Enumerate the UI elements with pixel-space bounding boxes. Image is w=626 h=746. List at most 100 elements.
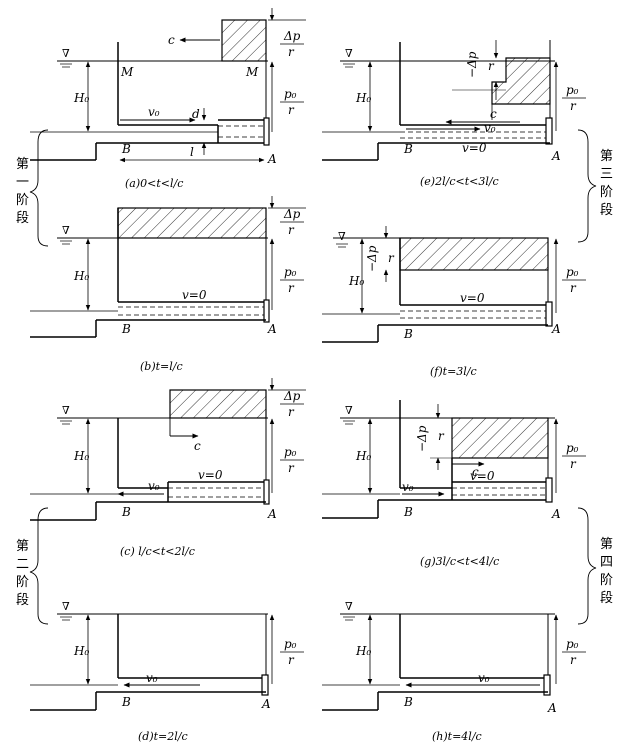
caption-b: (b)t=l/c [140, 360, 183, 373]
dp-den: r [288, 223, 295, 237]
stage-second-char-2: 二 [16, 557, 29, 572]
diameter-label: d [192, 107, 200, 121]
stage-fourth-char-3: 阶 [600, 573, 613, 588]
flow-label: v=0 [182, 288, 207, 302]
valve [263, 479, 270, 505]
wave-speed-label: c [490, 107, 497, 121]
valve [263, 299, 270, 323]
head-label: H₀ [73, 91, 89, 105]
pressure-zone [399, 237, 549, 271]
head-label: H₀ [355, 644, 371, 658]
p0-num: p₀ [284, 637, 297, 651]
stage-third-char-4: 段 [600, 203, 613, 218]
neg-dp-den: r [488, 59, 495, 73]
caption-h: (h)t=4l/c [432, 730, 482, 743]
water-level-symbol: ∇ [345, 404, 353, 417]
p0-den: r [570, 99, 577, 113]
water-level-symbol: ∇ [62, 404, 70, 417]
point-a: A [551, 507, 561, 521]
point-b: B [403, 695, 413, 709]
water-level-symbol: ∇ [62, 224, 70, 237]
pressure-zone [451, 417, 549, 459]
point-b: B [121, 322, 131, 336]
pressure-zone [169, 389, 267, 419]
panel-h: ∇ v₀ H₀ B A p₀ r (h)t=4l/c [322, 600, 586, 743]
panel-f: ∇ H₀ −Δp r v=0 B A p₀ r (f)t=3l/c [322, 226, 586, 378]
stage-brace-third: 第 三 阶 段 [577, 129, 613, 243]
stage-third-char-1: 第 [600, 149, 613, 164]
panel-b: ∇ H₀ v=0 B A Δp r p₀ r (b)t=l/c [30, 196, 306, 373]
p0-num: p₀ [284, 445, 297, 459]
panel-a: ∇ H₀ M M c v₀ d [30, 8, 306, 190]
head-label: H₀ [355, 91, 371, 105]
panel-d: ∇ v₀ H₀ B A p₀ r (d)t=2l/c [30, 600, 304, 743]
stage-fourth-char-1: 第 [600, 537, 613, 552]
p0-num: p₀ [566, 637, 579, 651]
point-b: B [121, 142, 131, 156]
head-label: H₀ [355, 449, 371, 463]
flow-label: v₀ [146, 671, 158, 685]
point-b: B [403, 327, 413, 341]
valve [545, 301, 553, 327]
point-b: B [121, 695, 131, 709]
flow-zero-label: v=0 [198, 468, 223, 482]
head-label: H₀ [73, 269, 89, 283]
point-b: B [403, 505, 413, 519]
water-level-symbol: ∇ [345, 600, 353, 613]
stage-brace-second: 第 二 阶 段 [16, 507, 49, 625]
dp-num: Δp [283, 389, 301, 403]
p0-den: r [288, 653, 295, 667]
pressure-zone [117, 207, 267, 239]
wave-speed-label: c [472, 465, 479, 479]
neg-dp-num: −Δp [465, 51, 479, 78]
flow-zero-label: v=0 [470, 469, 495, 483]
stage-brace-fourth: 第 四 阶 段 [577, 507, 613, 625]
caption-d: (d)t=2l/c [138, 730, 188, 743]
point-a: A [267, 507, 277, 521]
p0-num: p₀ [284, 87, 297, 101]
stage-fourth-char-4: 段 [600, 591, 613, 606]
p0-den: r [288, 461, 295, 475]
dp-den: r [288, 405, 295, 419]
dp-num: Δp [283, 29, 301, 43]
label-m-right: M [245, 65, 259, 79]
caption-f: (f)t=3l/c [430, 365, 477, 378]
valve [543, 674, 551, 696]
valve [261, 674, 269, 696]
caption-e: (e)2l/c<t<3l/c [420, 175, 499, 188]
point-b: B [121, 505, 131, 519]
pressure-zone [221, 19, 267, 62]
p0-den: r [288, 103, 295, 117]
stage-third-char-2: 三 [600, 167, 613, 182]
flow-label: v₀ [478, 671, 490, 685]
head-label: H₀ [73, 644, 89, 658]
label-m-left: M [120, 65, 134, 79]
stage-first-char-2: 一 [16, 175, 29, 190]
stage-second-char-3: 阶 [16, 575, 29, 590]
p0-num: p₀ [566, 265, 579, 279]
point-a: A [267, 152, 277, 166]
head-label: H₀ [73, 449, 89, 463]
length-label: l [190, 145, 194, 159]
valve [545, 117, 553, 145]
neg-dp-num: −Δp [365, 245, 379, 272]
stage-first-char-1: 第 [16, 157, 29, 172]
p0-den: r [570, 653, 577, 667]
wave-speed-label: c [168, 33, 175, 47]
stage-fourth-char-2: 四 [600, 555, 613, 570]
valve [263, 117, 270, 146]
point-b: B [403, 142, 413, 156]
neg-dp-den: r [388, 251, 395, 265]
stage-second-char-1: 第 [16, 539, 29, 554]
flow-label: v₀ [148, 105, 160, 119]
stage-first-char-4: 段 [16, 211, 29, 226]
head-label: H₀ [348, 274, 364, 288]
p0-num: p₀ [566, 441, 579, 455]
water-level-symbol: ∇ [345, 47, 353, 60]
point-a: A [551, 149, 561, 163]
flow-label: v₀ [402, 480, 414, 494]
panel-g: ∇ c v=0 v₀ H₀ −Δp r B A p₀ r (g [322, 400, 586, 568]
caption-a: (a)0<t<l/c [125, 177, 183, 190]
caption-c: (c) l/c<t<2l/c [120, 545, 195, 558]
